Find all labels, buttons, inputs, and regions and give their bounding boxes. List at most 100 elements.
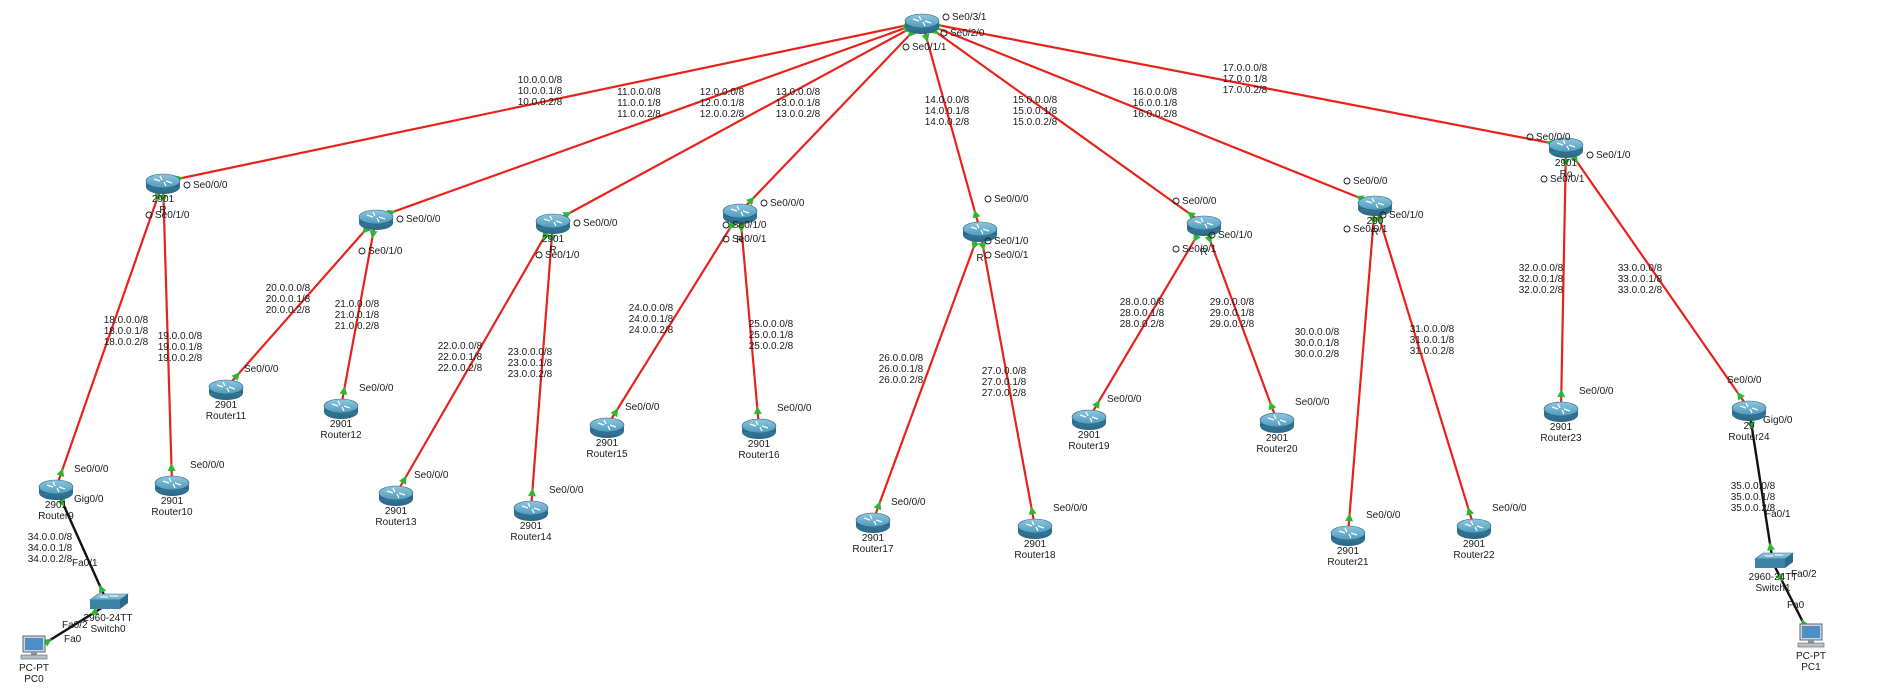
link-core-r7[interactable] [921, 20, 1376, 206]
link-core-r3[interactable] [552, 21, 923, 223]
device-router20[interactable] [1259, 412, 1295, 433]
device-router14[interactable] [513, 500, 549, 521]
link-r1-router10[interactable] [161, 181, 174, 485]
device-model-label: 2901 [1078, 430, 1101, 441]
device-r3[interactable] [535, 213, 571, 234]
link-r5-router18[interactable] [978, 229, 1037, 528]
device-router9[interactable] [38, 479, 74, 500]
device-r7[interactable] [1357, 195, 1393, 216]
link-r4-router16[interactable] [738, 211, 761, 428]
device-router18[interactable] [1017, 518, 1053, 539]
link-r4-router15[interactable] [606, 211, 741, 427]
router-top [513, 500, 549, 516]
device-pc0[interactable] [20, 635, 48, 660]
network-label: 12.0.0.0/8 [700, 87, 745, 98]
device-router12[interactable] [323, 398, 359, 419]
link-r8-router24[interactable] [1565, 145, 1750, 410]
device-switch0[interactable] [89, 593, 129, 609]
device-router23[interactable] [1543, 401, 1579, 422]
device-router10[interactable] [154, 475, 190, 496]
device-core[interactable] [904, 13, 940, 34]
device-name-label: Router22 [1453, 550, 1495, 561]
pc-base [1797, 642, 1825, 648]
links-layer [33, 20, 1813, 652]
network-label: 13.0.0.0/8 [776, 87, 821, 98]
link-r5-router17[interactable] [871, 229, 982, 522]
port-label: Se0/0/0 [583, 218, 618, 229]
port-label: Fa0/2 [62, 620, 88, 631]
link-core-r2[interactable] [375, 20, 923, 220]
pc-stand [31, 652, 37, 655]
link-core-r8[interactable] [921, 20, 1567, 148]
link-r8-router23[interactable] [1559, 145, 1568, 411]
clock-icon [1379, 211, 1387, 219]
device-model-label: 2901 [1266, 433, 1289, 444]
link-r2-router12[interactable] [339, 217, 378, 408]
link-core-r1[interactable] [162, 20, 923, 184]
device-r2[interactable] [358, 209, 394, 230]
device-router19[interactable] [1071, 409, 1107, 430]
network-label: 30.0.0.2/8 [1295, 349, 1340, 360]
link-up-marker [1028, 506, 1037, 515]
device-router21[interactable] [1330, 525, 1366, 546]
device-r6[interactable] [1186, 215, 1222, 236]
device-r8[interactable] [1548, 137, 1584, 158]
device-router22[interactable] [1456, 518, 1492, 539]
network-label: 25.0.0.0/8 [749, 319, 794, 330]
link-r3-router14[interactable] [529, 221, 555, 510]
link-r3-router13[interactable] [395, 221, 554, 495]
device-router13[interactable] [378, 485, 414, 506]
device-name-label: Router16 [738, 450, 780, 461]
link-up-marker [1557, 389, 1566, 398]
link-r1-router9[interactable] [54, 181, 165, 489]
device-router16[interactable] [741, 418, 777, 439]
link-r7-router22[interactable] [1373, 203, 1476, 528]
link-r2-router11[interactable] [225, 217, 377, 389]
port-label: Se0/1/0 [1218, 230, 1253, 241]
device-name-label: Router23 [1540, 433, 1582, 444]
device-router24[interactable] [1731, 400, 1767, 421]
router-top [1357, 195, 1393, 211]
link-up-marker [1747, 421, 1755, 430]
port-label: Se0/0/0 [770, 198, 805, 209]
link-up-marker [972, 209, 981, 219]
port-label: Se0/0/0 [1053, 503, 1088, 514]
network-label: 34.0.0.1/8 [28, 543, 73, 554]
link-r6-router20[interactable] [1202, 223, 1279, 422]
link-r6-router19[interactable] [1088, 223, 1205, 419]
network-label: 24.0.0.2/8 [629, 325, 674, 336]
device-switch1[interactable] [1754, 552, 1794, 568]
network-label: 28.0.0.0/8 [1120, 297, 1165, 308]
link-core-r6[interactable] [921, 21, 1205, 225]
network-label: 20.0.0.0/8 [266, 283, 311, 294]
device-router11[interactable] [208, 379, 244, 400]
device-r4[interactable] [722, 203, 758, 224]
link-router24-switch1[interactable] [1747, 408, 1775, 564]
link-up-marker [728, 220, 737, 230]
clock-icon [1343, 177, 1351, 185]
device-r5[interactable] [962, 221, 998, 242]
network-label: 32.0.0.2/8 [1519, 285, 1564, 296]
link-core-r4[interactable] [739, 21, 923, 213]
router-top [904, 13, 940, 29]
device-r1[interactable] [145, 173, 181, 194]
port-label: Se0/0/0 [1727, 375, 1762, 386]
link-up-marker [1193, 233, 1201, 243]
device-router15[interactable] [589, 417, 625, 438]
link-up-marker [159, 194, 168, 203]
link-up-marker [339, 386, 348, 395]
network-label: 32.0.0.1/8 [1519, 274, 1564, 285]
router-top [1543, 401, 1579, 417]
clock-icon [984, 251, 992, 259]
device-pc1[interactable] [1797, 623, 1825, 648]
device-model-label: 2901 [215, 400, 238, 411]
device-name-label: Ro [1560, 169, 1573, 180]
link-up-marker [971, 240, 980, 250]
network-label: 17.0.0.2/8 [1223, 85, 1268, 96]
network-label: 23.0.0.0/8 [508, 347, 553, 358]
link-r7-router21[interactable] [1346, 203, 1377, 535]
link-core-r5[interactable] [920, 21, 982, 231]
link-router9-switch0[interactable] [54, 487, 110, 605]
device-router17[interactable] [855, 512, 891, 533]
